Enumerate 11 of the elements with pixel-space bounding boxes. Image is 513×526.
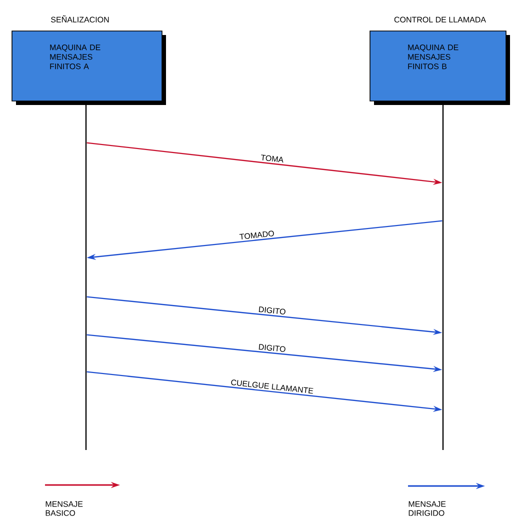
edge-label: CUELGUE LLAMANTE bbox=[231, 380, 314, 394]
heading: CONTROL DE LLAMADA bbox=[394, 16, 486, 22]
edge-label: TOMA bbox=[261, 154, 284, 163]
legend-text: MENSAJE DIRIGIDO bbox=[408, 501, 446, 516]
machine-box: MAQUINA DE MENSAJES FINITOS B bbox=[370, 30, 510, 105]
heading: SEÑALIZACION bbox=[51, 15, 109, 22]
edge-label: DIGITO bbox=[258, 306, 286, 314]
machine-box: MAQUINA DE MENSAJES FINITOS A bbox=[12, 30, 166, 105]
legend-text: MENSAJE BASICO bbox=[46, 501, 83, 516]
edge-label: DIGITO bbox=[258, 344, 286, 352]
edge-label: TOMADO bbox=[239, 230, 274, 240]
